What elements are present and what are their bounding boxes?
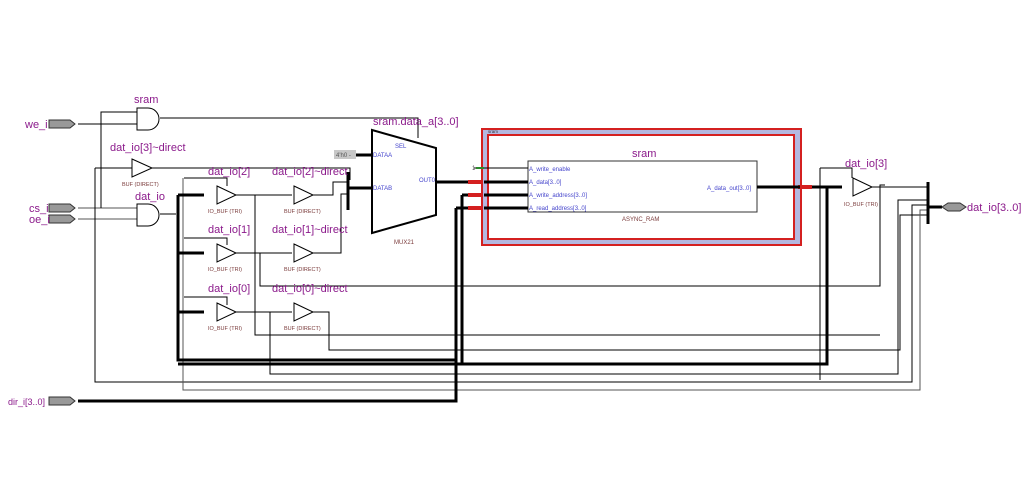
buf2-direct[interactable]: dat_io[2]~direct BUF (DIRECT) xyxy=(272,166,348,215)
iobuf2-label: dat_io[2] xyxy=(208,166,250,178)
buf3-direct-label: dat_io[3]~direct xyxy=(110,142,186,154)
ram-port-write-address: A_write_address[3..0] xyxy=(529,193,587,199)
output-pin-dat_io[interactable]: dat_io[3..0] xyxy=(941,202,1021,214)
buf2-direct-label: dat_io[2]~direct xyxy=(272,166,348,178)
ram-port-data-out: A_data_out[3..0] xyxy=(707,186,751,192)
ram-type-label: ASYNC_RAM xyxy=(622,217,659,223)
buf0-direct-label: dat_io[0]~direct xyxy=(272,283,348,295)
dir_i-label: dir_i[3..0] xyxy=(8,397,45,407)
buf1-direct-type: BUF (DIRECT) xyxy=(284,267,321,273)
iobuf3-label: dat_io[3] xyxy=(845,158,887,170)
and-gate-sram-label: sram xyxy=(134,94,158,106)
iobuf1[interactable]: dat_io[1] IO_BUF (TRI) xyxy=(208,224,250,273)
ram-name-label: sram xyxy=(632,148,656,160)
input-pin-oe_i[interactable]: oe_i xyxy=(29,214,76,226)
ram-hierarchy-block[interactable]: sram sram A_write_enable A_data[3..0] A_… xyxy=(468,128,812,246)
buses xyxy=(78,153,942,403)
mux-port-datab: DATAB xyxy=(373,186,392,192)
buf1-direct[interactable]: dat_io[1]~direct BUF (DIRECT) xyxy=(272,224,348,273)
input-pin-dir_i[interactable]: dir_i[3..0] xyxy=(8,396,76,407)
buf0-direct-type: BUF (DIRECT) xyxy=(284,326,321,332)
dat_io-bus-label: dat_io[3..0] xyxy=(967,202,1021,214)
mux-const-box xyxy=(334,150,356,159)
ram-hier-tag: sram xyxy=(488,129,498,134)
iobuf0[interactable]: dat_io[0] IO_BUF (TRI) xyxy=(208,283,250,332)
wires xyxy=(78,111,928,391)
ram-port-read-address: A_read_address[3..0] xyxy=(529,206,587,212)
input-pin-cs_i[interactable]: cs_i xyxy=(29,203,76,215)
cs_i-label: cs_i xyxy=(29,203,49,215)
we_i-label: we_i xyxy=(24,119,48,131)
iobuf3[interactable]: dat_io[3] IO_BUF (TRI) xyxy=(844,158,887,208)
and-gate-dat_io[interactable]: dat_io xyxy=(135,191,165,227)
mux-port-sel: SEL xyxy=(395,144,407,150)
input-pin-we_i[interactable]: we_i xyxy=(24,119,76,131)
buf3-direct-type: BUF (DIRECT) xyxy=(122,182,159,188)
iobuf2[interactable]: dat_io[2] IO_BUF (TRI) xyxy=(208,166,250,215)
ram-port-data: A_data[3..0] xyxy=(529,180,562,186)
async-ram-box[interactable] xyxy=(527,160,758,213)
iobuf0-label: dat_io[0] xyxy=(208,283,250,295)
mux-port-out: OUT0 xyxy=(419,178,436,184)
iobuf0-type: IO_BUF (TRI) xyxy=(208,326,242,332)
iobuf1-type: IO_BUF (TRI) xyxy=(208,267,242,273)
mux-name-label: sram.data_a[3..0] xyxy=(373,116,459,128)
ram-const-one: 1 xyxy=(472,166,476,172)
buf2-direct-type: BUF (DIRECT) xyxy=(284,209,321,215)
oe_i-label: oe_i xyxy=(29,214,50,226)
and-gate-sram[interactable]: sram xyxy=(134,94,160,131)
mux-const-label: 4'h0 - xyxy=(336,153,351,159)
mux-port-dataa: DATAA xyxy=(373,153,392,159)
mux21[interactable]: sram.data_a[3..0] SEL DATAA DATAB OUT0 M… xyxy=(334,116,459,246)
buf0-direct[interactable]: dat_io[0]~direct BUF (DIRECT) xyxy=(272,283,348,332)
iobuf1-label: dat_io[1] xyxy=(208,224,250,236)
and-gate-dat_io-label: dat_io xyxy=(135,191,165,203)
iobuf2-type: IO_BUF (TRI) xyxy=(208,209,242,215)
ram-port-write-enable: A_write_enable xyxy=(529,167,571,173)
buf1-direct-label: dat_io[1]~direct xyxy=(272,224,348,236)
iobuf3-type: IO_BUF (TRI) xyxy=(844,202,878,208)
mux-type-label: MUX21 xyxy=(394,240,415,246)
buf3-direct[interactable]: dat_io[3]~direct BUF (DIRECT) xyxy=(110,142,186,188)
